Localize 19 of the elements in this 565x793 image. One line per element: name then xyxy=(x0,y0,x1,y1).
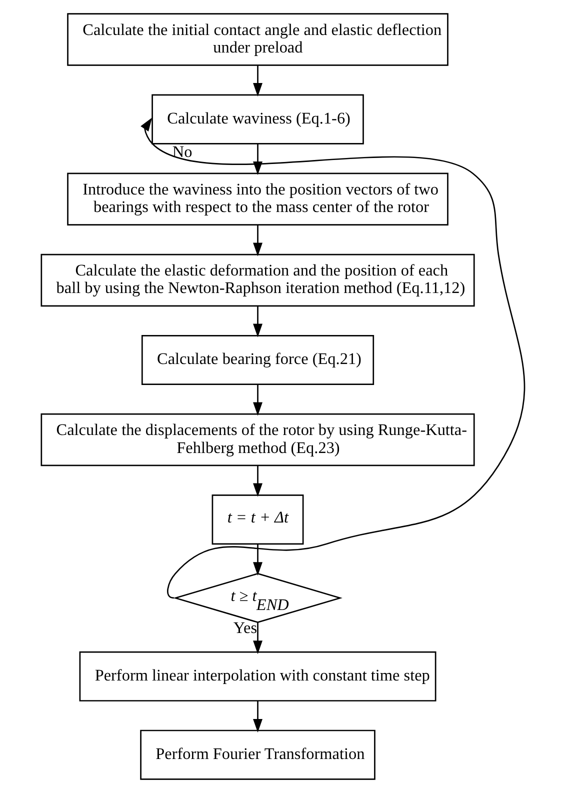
node-box: t = t + Δt xyxy=(211,494,304,545)
node-box: Calculate waviness (Eq.1-6) xyxy=(151,94,364,144)
arrow xyxy=(252,466,262,497)
node-box: Calculate bearing force (Eq.21) xyxy=(140,334,374,385)
edge-label: No xyxy=(172,142,192,161)
arrow xyxy=(252,700,262,733)
arrow xyxy=(252,544,262,576)
node-box: Calculate the elastic deformation and the position of each ball by using the Newton-Raphson iteration method (Eq.11,12) xyxy=(40,254,474,307)
node-box: Perform linear interpolation with constant time step xyxy=(78,651,436,702)
arrow xyxy=(252,65,262,97)
node-box: Calculate the initial contact angle and elastic deflection under preload xyxy=(66,13,448,66)
node-box: Introduce the waviness into the position vectors of two bearings with respect to the mass center of the rotor xyxy=(66,172,448,226)
node-box: Perform Fourier Transformation xyxy=(140,730,375,780)
arrow xyxy=(252,622,262,654)
arrow xyxy=(252,224,262,256)
arrow xyxy=(140,118,524,598)
arrow xyxy=(252,384,262,416)
node-box: Calculate the displacements of the rotor by using Runge-Kutta-Fehlberg method (Eq.23) xyxy=(40,413,474,466)
arrow xyxy=(252,306,262,338)
